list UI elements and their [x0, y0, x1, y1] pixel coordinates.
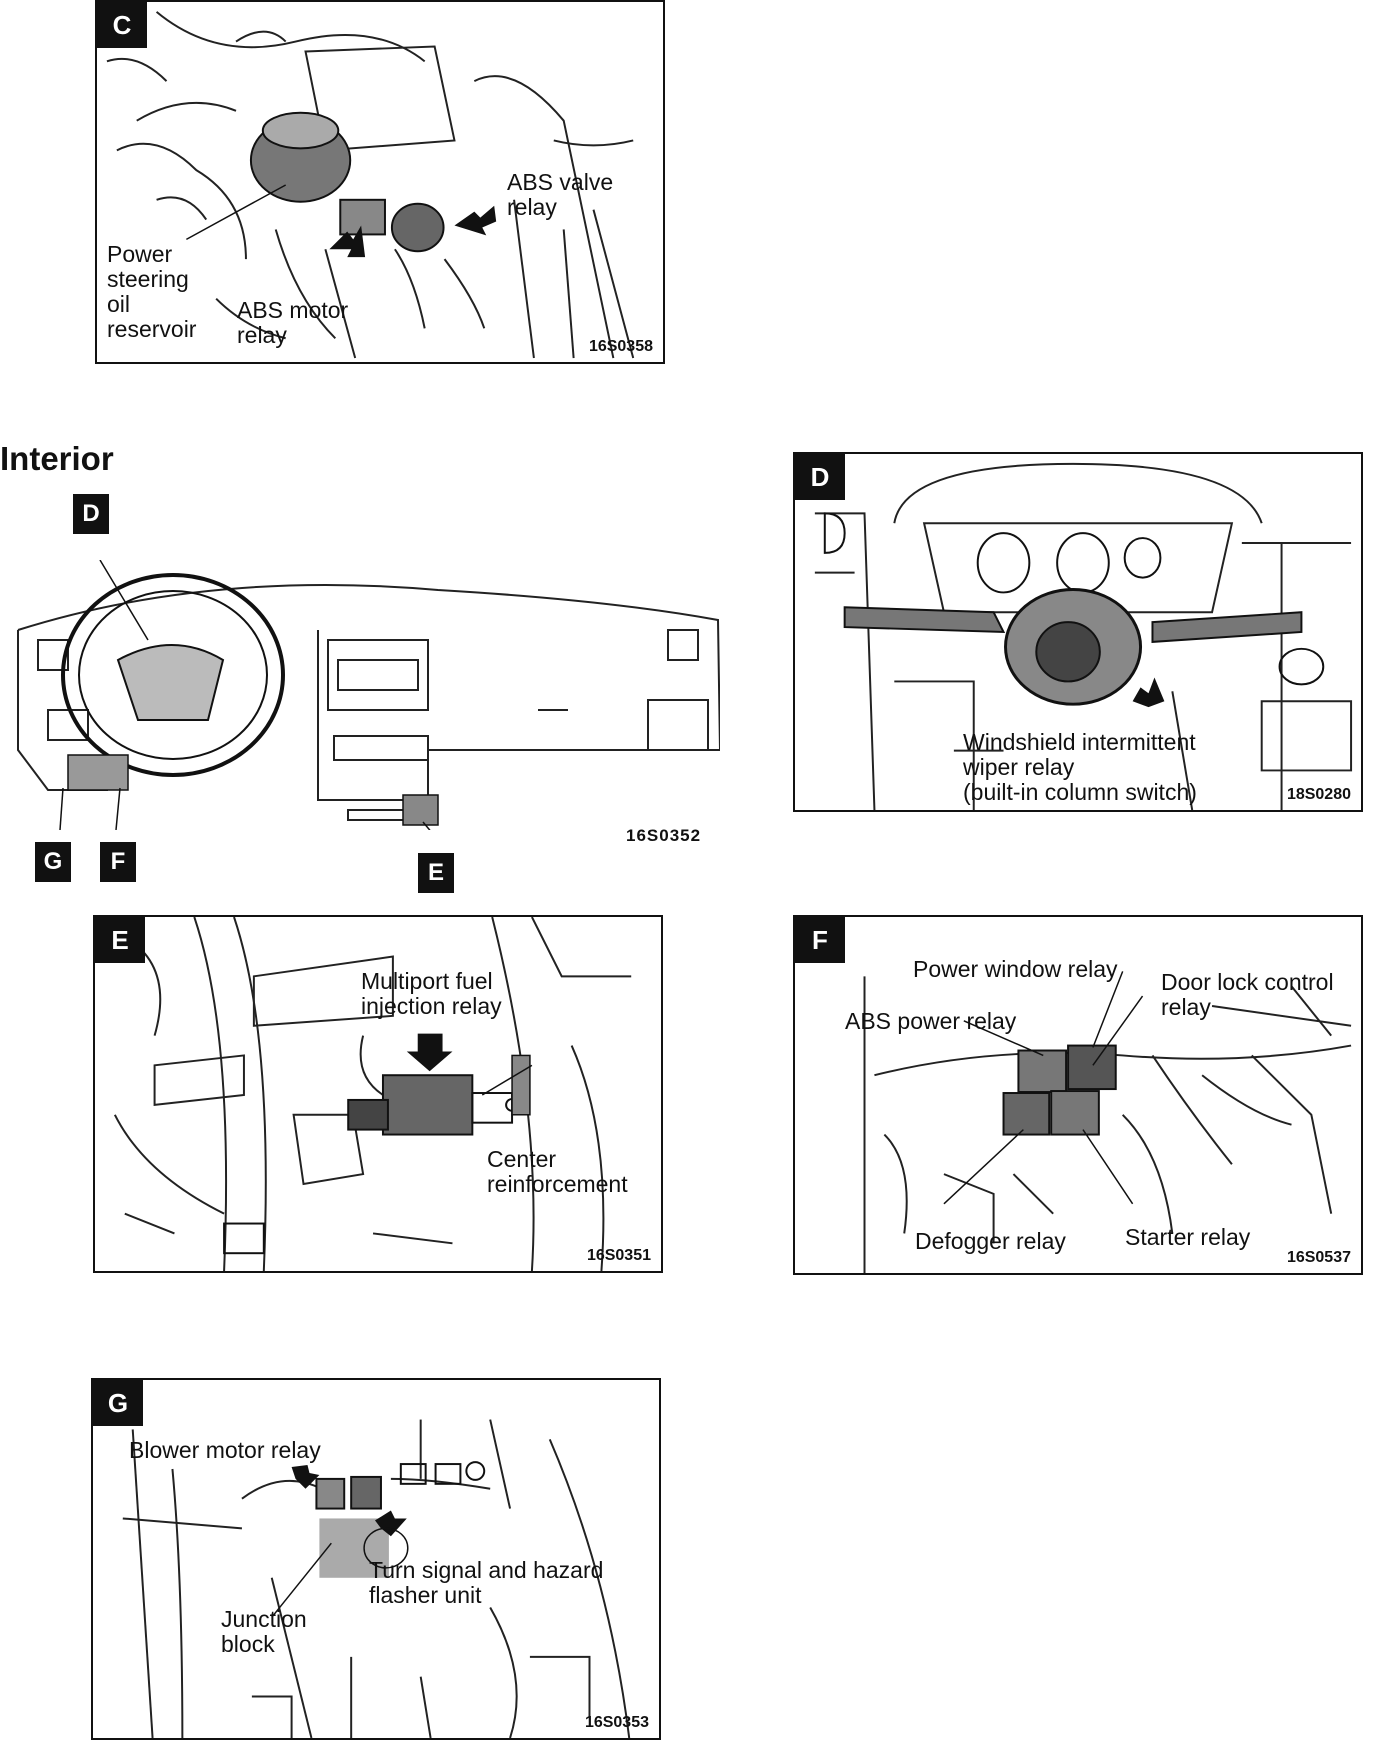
label-center-reinforcement: Center reinforcement	[487, 1146, 628, 1197]
panel-d-badge: D	[795, 454, 845, 500]
section-title: Interior	[0, 440, 114, 477]
dashboard-badge-e: E	[418, 853, 454, 893]
label-starter-relay: Starter relay	[1125, 1224, 1251, 1250]
junction-block-illustration	[122, 1419, 631, 1738]
panel-g-badge: G	[93, 1380, 143, 1426]
panel-g: G Blower motor relay Turn signal and haz…	[91, 1378, 661, 1740]
label-power-window-relay: Power window relay	[913, 956, 1118, 982]
engine-bay-illustration	[106, 11, 635, 359]
dashboard-badge-d: D	[73, 494, 109, 534]
label-abs-power-relay: ABS power relay	[845, 1008, 1017, 1034]
label-multiport-fuel-injection-relay: Multiport fuel injection relay	[361, 968, 502, 1019]
dashboard-badge-f: F	[100, 842, 136, 882]
panel-e-badge: E	[95, 917, 145, 963]
panel-e: E Multiport fuel injection relay Center …	[93, 915, 663, 1273]
panel-f-badge: F	[795, 917, 845, 963]
dashboard-code: 16S0352	[626, 826, 702, 845]
panel-f: F Power window relay Door lock control r…	[793, 915, 1363, 1275]
dashboard-illustration	[17, 560, 720, 830]
relay-cluster-illustration	[863, 971, 1352, 1273]
dashboard-badge-g: G	[35, 842, 71, 882]
panel-e-code: 16S0351	[586, 1247, 651, 1264]
panel-c: C ABS valve relay Power steering oil res…	[95, 0, 665, 364]
panel-c-badge: C	[97, 2, 147, 48]
label-abs-motor-relay: ABS motor relay	[237, 297, 349, 348]
panel-g-code: 16S0353	[584, 1714, 649, 1731]
label-defogger-relay: Defogger relay	[915, 1228, 1066, 1254]
panel-c-code: 16S0358	[588, 338, 653, 355]
label-junction-block: Junction block	[221, 1606, 307, 1657]
label-power-steering-reservoir: Power steering oil reservoir	[107, 241, 197, 342]
label-door-lock-control-relay: Door lock control relay	[1161, 969, 1334, 1020]
panel-f-code: 16S0537	[1286, 1249, 1351, 1266]
panel-d: D Windshield intermittent wiper relay (b…	[793, 452, 1363, 812]
label-abs-valve-relay: ABS valve relay	[507, 169, 614, 220]
label-blower-motor-relay: Blower motor relay	[129, 1437, 321, 1463]
label-windshield-wiper-relay: Windshield intermittent wiper relay (bui…	[963, 729, 1197, 805]
steering-column-illustration	[814, 462, 1353, 810]
label-turn-signal-hazard-flasher: Turn signal and hazard flasher unit	[369, 1557, 604, 1608]
panel-d-code: 18S0280	[1286, 786, 1351, 803]
center-console-illustration	[113, 917, 632, 1271]
